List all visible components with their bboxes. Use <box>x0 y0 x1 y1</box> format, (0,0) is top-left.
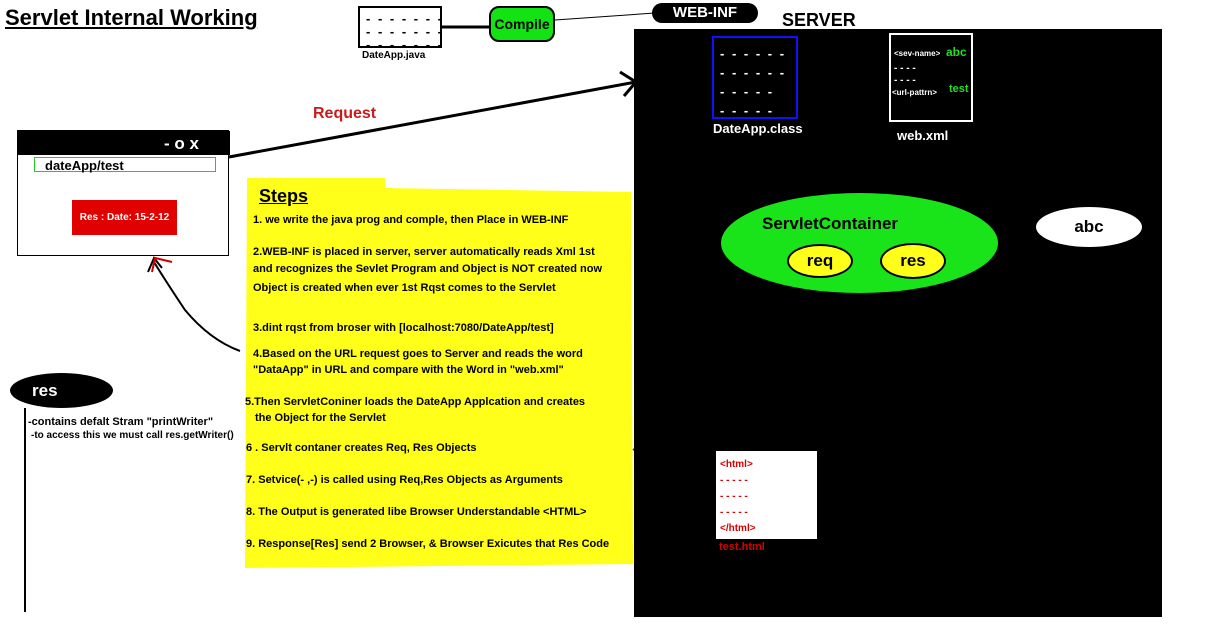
html-file-box: <html> - - - - - - - - - - - - - - - </h… <box>716 451 817 539</box>
class-file-label: DateApp.class <box>713 121 803 136</box>
web-xml-dashes-2: - - - - <box>894 75 916 86</box>
request-arrow <box>228 70 639 159</box>
servname-value: abc <box>946 45 967 59</box>
server-label: SERVER <box>782 10 856 30</box>
step-4-line-1: 4.Based on the URL request goes to Serve… <box>253 348 583 360</box>
res-note-2: -to access this we must call res.getWrit… <box>31 430 234 441</box>
req-object: req <box>787 244 853 278</box>
webinf-label: WEB-INF <box>652 3 758 23</box>
step-1: 1. we write the java prog and comple, th… <box>253 214 569 226</box>
steps-title: Steps <box>259 186 309 206</box>
request-label: Request <box>313 105 377 122</box>
servlet-container-oval <box>721 193 998 293</box>
web-xml-box: <sev-name> abc - - - - - - - - <url-patt… <box>889 33 973 122</box>
browser-title-bar: - o x <box>18 131 230 155</box>
urlpattern-value: test <box>949 83 969 95</box>
res-side-oval: res <box>10 373 113 408</box>
abc-servlet-oval: abc <box>1036 207 1142 247</box>
web-xml-dashes-1: - - - - <box>894 63 916 74</box>
browser-red-mark <box>151 256 173 273</box>
html-file-label: test.html <box>719 541 765 553</box>
servlet-container-label: ServletContainer <box>762 214 899 233</box>
step-9: 9. Response[Res] send 2 Browser, & Brows… <box>246 538 610 550</box>
step-3: 3.dint rqst from broser with [localhost:… <box>253 322 554 334</box>
browser-url-field: dateApp/test <box>34 157 216 173</box>
step-4-line-2: "DataApp" in URL and compare with the Wo… <box>253 364 564 376</box>
step-6: 6 . Servlt contaner creates Req, Res Obj… <box>246 442 477 454</box>
res-note-1: -contains defalt Stram "printWriter" <box>28 416 214 428</box>
compile-node: Compile <box>489 6 555 42</box>
res-side-notes: -contains defalt Stram "printWriter" -to… <box>28 415 234 443</box>
diagram-title: Servlet Internal Working <box>5 5 258 30</box>
step-8: 8. The Output is generated libe Browser … <box>246 506 587 518</box>
step-7: 7. Setvice(- ,-) is called using Req,Res… <box>246 474 563 486</box>
java-file-label: DateApp.java <box>362 50 426 61</box>
class-file-box: - - - - - - - - - - - - - - - - - - - - … <box>712 36 798 119</box>
browser-window: - o x dateApp/test Res : Date: 15-2-12 <box>17 130 230 256</box>
servname-tag: <sev-name> <box>894 49 941 58</box>
res-object: res <box>880 243 946 279</box>
compile-to-webinf-line <box>554 12 656 21</box>
steps-background <box>245 178 633 568</box>
step-5-line-1: 5.Then ServletConiner loads the DateApp … <box>245 396 586 408</box>
java-file-box: - - - - - - - - - - - - - - - - - - - - … <box>358 6 442 51</box>
urlpattern-tag: <url-pattrn> <box>892 88 937 97</box>
browser-response-box: Res : Date: 15-2-12 <box>72 200 177 235</box>
step-2-line-3: Object is created when ever 1st Rqst com… <box>253 282 556 294</box>
step-5-line-2: the Object for the Servlet <box>255 412 386 424</box>
step-2-line-1: 2.WEB-INF is placed in server, server au… <box>253 246 595 258</box>
step-2-line-2: and recognizes the Sevlet Program and Ob… <box>253 263 603 275</box>
steps-to-browser-arrow <box>147 256 241 352</box>
web-xml-label: web.xml <box>897 128 949 143</box>
